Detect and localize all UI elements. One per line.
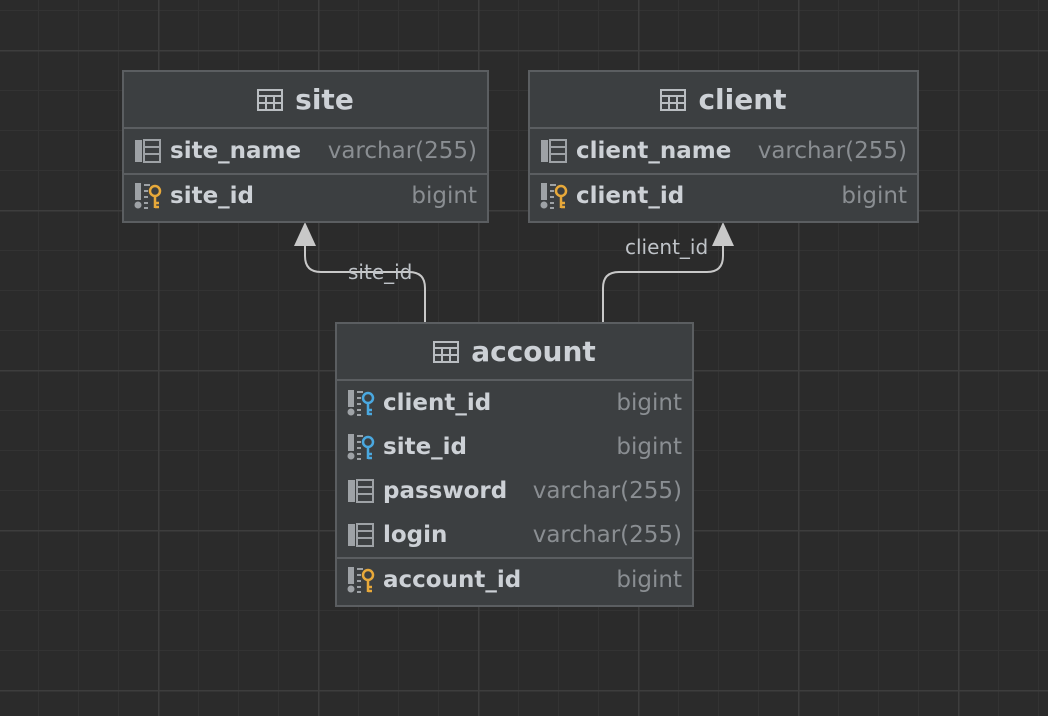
table-header[interactable]: site	[124, 72, 487, 129]
column-row[interactable]: account_id bigint	[337, 557, 692, 601]
column-type: bigint	[411, 183, 477, 209]
column-name: site_name	[170, 138, 302, 164]
relation-line-account-client[interactable]	[602, 236, 724, 322]
column-row[interactable]: client_id bigint	[530, 173, 917, 217]
primary-key-column-icon	[347, 566, 377, 594]
column-type: varchar(255)	[532, 522, 682, 548]
foreign-key-column-icon	[347, 433, 377, 461]
column-row[interactable]: site_name varchar(255)	[124, 129, 487, 173]
relation-arrowhead-client	[712, 222, 734, 246]
column-row[interactable]: site_id bigint	[337, 425, 692, 469]
column-row[interactable]: client_id bigint	[337, 381, 692, 425]
table-client[interactable]: client client_name varchar(255) client_i…	[528, 70, 919, 223]
column-row[interactable]: password varchar(255)	[337, 469, 692, 513]
table-icon	[660, 89, 686, 111]
relation-label-client-id: client_id	[625, 235, 709, 259]
column-name: account_id	[383, 567, 522, 593]
column-type: bigint	[841, 183, 907, 209]
table-icon	[433, 341, 459, 363]
column-name: password	[383, 478, 508, 504]
relation-label-site-id: site_id	[348, 260, 413, 284]
column-row[interactable]: site_id bigint	[124, 173, 487, 217]
column-type: bigint	[616, 434, 682, 460]
column-type: bigint	[616, 567, 682, 593]
table-header[interactable]: client	[530, 72, 917, 129]
column-name: site_id	[383, 434, 468, 460]
table-header[interactable]: account	[337, 324, 692, 381]
column-type: varchar(255)	[532, 478, 682, 504]
column-icon	[347, 477, 377, 505]
column-type: varchar(255)	[327, 138, 477, 164]
column-icon	[347, 521, 377, 549]
column-name: client_id	[576, 183, 685, 209]
column-row[interactable]: client_name varchar(255)	[530, 129, 917, 173]
relation-line-account-site[interactable]	[304, 236, 426, 322]
primary-key-column-icon	[540, 182, 570, 210]
table-account[interactable]: account client_id bigint site_id bigint …	[335, 322, 694, 607]
relation-arrowhead-site	[294, 222, 316, 246]
column-icon	[134, 137, 164, 165]
column-type: varchar(255)	[757, 138, 907, 164]
table-title: client	[698, 83, 787, 116]
table-title: site	[295, 83, 354, 116]
primary-key-column-icon	[134, 182, 164, 210]
column-row[interactable]: login varchar(255)	[337, 513, 692, 557]
column-name: client_id	[383, 390, 492, 416]
column-icon	[540, 137, 570, 165]
table-site[interactable]: site site_name varchar(255) site_id bigi…	[122, 70, 489, 223]
column-name: site_id	[170, 183, 255, 209]
column-name: login	[383, 522, 448, 548]
table-title: account	[471, 335, 596, 368]
foreign-key-column-icon	[347, 389, 377, 417]
table-icon	[257, 89, 283, 111]
column-name: client_name	[576, 138, 732, 164]
column-type: bigint	[616, 390, 682, 416]
